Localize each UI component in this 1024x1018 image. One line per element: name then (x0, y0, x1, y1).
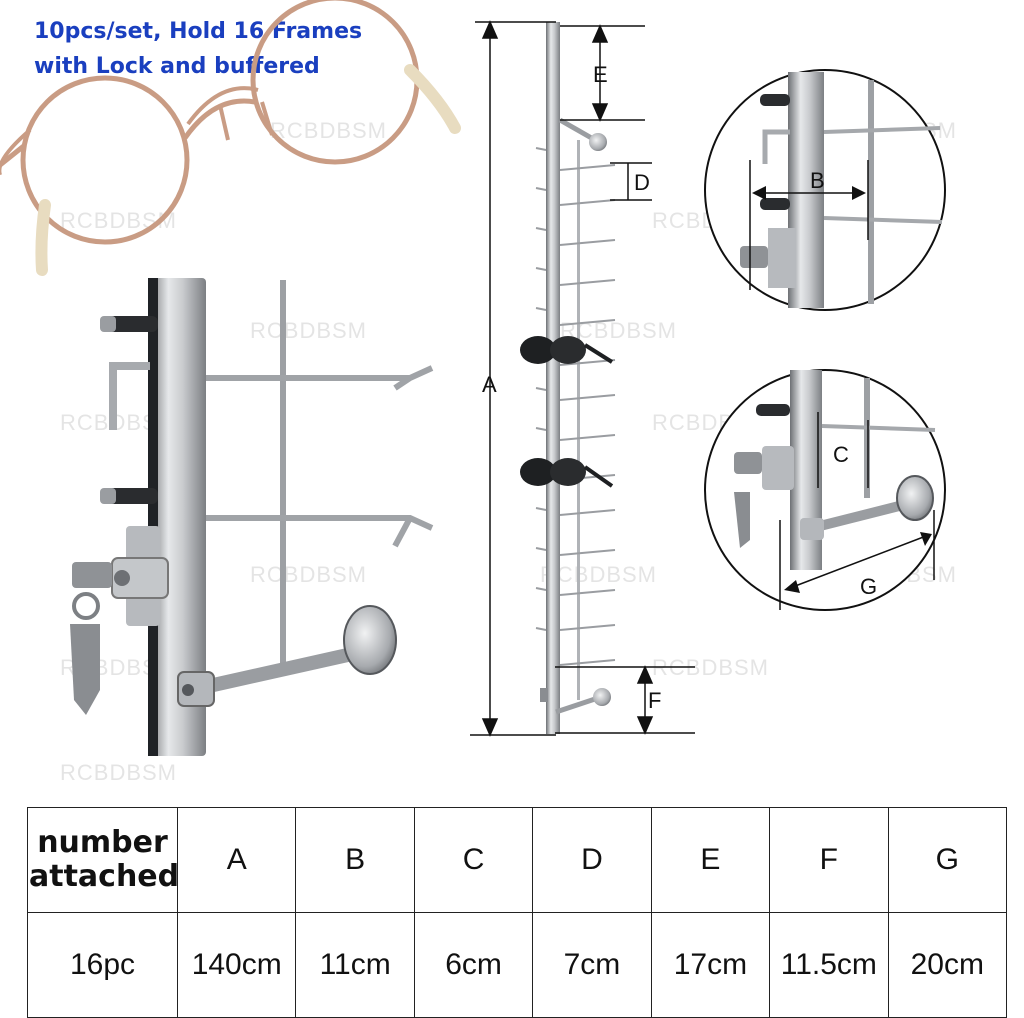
value-cell: 6cm (413, 912, 534, 1018)
product-illustration: A E D F B (0, 0, 946, 756)
sunglasses-icon (520, 336, 614, 364)
watermark: RCBDBSM (270, 118, 388, 143)
value-cell: 11.5cm (769, 912, 889, 1018)
dimension-label-e: E (593, 62, 608, 87)
dimension-label-d: D (634, 170, 650, 195)
sunglasses-icon (520, 458, 614, 488)
header-cell: B (295, 807, 415, 913)
dimension-label-f: F (648, 688, 661, 713)
header-cell: F (769, 807, 889, 913)
product-headline: 10pcs/set, Hold 16 Frames with Lock and … (34, 14, 362, 84)
rack-full-view (520, 22, 616, 734)
header-cell: C (413, 807, 534, 913)
value-cell: 11cm (295, 912, 415, 1018)
header-cell: G (887, 807, 1008, 913)
dimension-label-g: G (860, 574, 877, 599)
headline-line-2: with Lock and buffered (34, 54, 320, 79)
dimension-label-a: A (482, 372, 497, 397)
value-number-attached: 16pc (27, 912, 178, 1018)
value-cell: 7cm (532, 912, 652, 1018)
glasses-icon (0, 0, 461, 276)
headline-line-1: 10pcs/set, Hold 16 Frames (34, 19, 363, 44)
specification-table: number attached A B C D E F G 16pc 140cm… (27, 807, 1008, 1018)
dimension-label-b: B (810, 168, 825, 193)
value-cell: 140cm (176, 912, 297, 1018)
watermark: RCBDBSM (250, 318, 368, 343)
table-header-row: number attached A B C D E F G (27, 807, 1008, 913)
value-cell: 17cm (650, 912, 771, 1018)
watermark: RCBDBSM (250, 562, 368, 587)
value-cell: 20cm (887, 912, 1008, 1018)
header-cell: A (176, 807, 297, 913)
dimension-label-c: C (833, 442, 849, 467)
header-cell: D (532, 807, 652, 913)
watermark: RCBDBSM (60, 760, 178, 785)
header-number-attached: number attached (27, 807, 179, 913)
dimension-lines (470, 20, 695, 737)
detail-circle-b (704, 69, 946, 311)
detail-circle-cg (704, 369, 946, 611)
table-row: 16pc 140cm 11cm 6cm 7cm 17cm 11.5cm 20cm (27, 912, 1008, 1018)
detail-closeup-left (70, 278, 434, 756)
header-cell: E (650, 807, 771, 913)
